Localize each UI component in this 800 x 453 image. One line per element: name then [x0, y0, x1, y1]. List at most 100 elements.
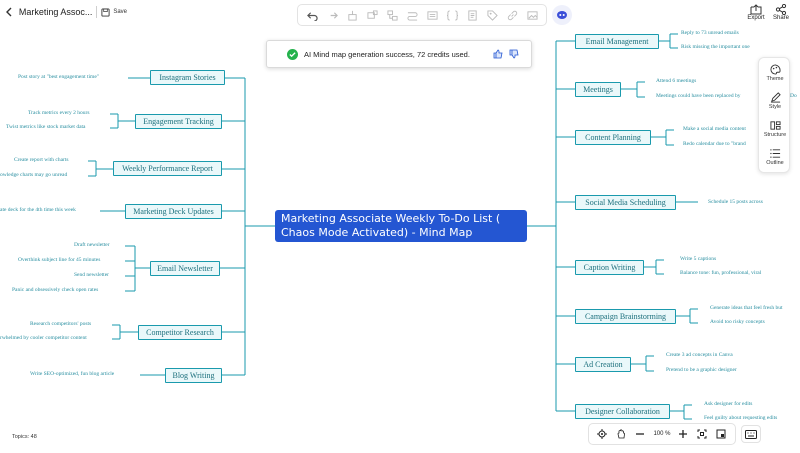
topic-blog-writing[interactable]: Blog Writing — [165, 368, 222, 383]
subtopic-overflow: Do — [790, 93, 797, 99]
topic-social-media-scheduling[interactable]: Social Media Scheduling — [575, 195, 676, 210]
subtopic[interactable]: Generate ideas that feel fresh but — [710, 305, 783, 311]
back-button[interactable] — [4, 4, 15, 20]
save-icon — [101, 7, 110, 17]
success-notification: AI Mind map generation success, 72 credi… — [266, 40, 532, 68]
zoom-in-icon[interactable] — [677, 428, 689, 440]
share-label: Share — [772, 15, 789, 21]
subtopic[interactable]: Post story at "best engagement time" — [18, 74, 100, 80]
topic-marketing-deck-updates[interactable]: Marketing Deck Updates — [125, 204, 222, 219]
document-title[interactable]: Marketing Assoc... — [18, 7, 93, 17]
subtopic[interactable]: Overthink subject line for 45 minutes — [18, 257, 101, 263]
summary-icon[interactable] — [425, 8, 439, 22]
topic-instagram-stories[interactable]: Instagram Stories — [150, 70, 225, 85]
subtopic[interactable]: Send newsletter — [74, 272, 109, 278]
redo-icon[interactable] — [325, 8, 339, 22]
subtopic[interactable]: Track metrics every 2 hours — [28, 110, 90, 116]
subtopic[interactable]: Ask designer for edits — [704, 401, 753, 407]
success-check-icon — [287, 48, 298, 60]
structure-button[interactable]: Structure — [759, 120, 791, 138]
topic-meetings[interactable]: Meetings — [575, 82, 621, 97]
divider — [96, 6, 98, 18]
thumbs-up-icon[interactable] — [493, 49, 503, 61]
subtopic[interactable]: Draft newsletter — [74, 242, 110, 248]
locate-center-icon[interactable] — [596, 428, 608, 440]
add-subtopic-icon[interactable] — [385, 8, 399, 22]
subtopic[interactable]: Redo calendar due to "brand — [683, 141, 746, 147]
ai-assistant-icon — [557, 11, 567, 19]
topic-campaign-brainstorming[interactable]: Campaign Brainstorming — [575, 309, 676, 324]
keyboard-shortcuts-button[interactable] — [741, 425, 761, 443]
thumbs-down-icon[interactable] — [509, 49, 519, 61]
list-icon — [769, 149, 780, 158]
topic-engagement-tracking[interactable]: Engagement Tracking — [135, 114, 222, 129]
style-button[interactable]: Style — [759, 92, 791, 110]
topic-competitor-research[interactable]: Competitor Research — [138, 325, 222, 340]
structure-label: Structure — [763, 132, 787, 138]
subtopic[interactable]: Create report with charts — [14, 157, 69, 163]
link-icon[interactable] — [505, 8, 519, 22]
subtopic[interactable]: owledge charts may go unread — [0, 172, 68, 178]
fit-screen-icon[interactable] — [696, 428, 708, 440]
zoom-level: 100 % — [653, 431, 671, 437]
theme-label: Theme — [766, 76, 784, 82]
subtopic[interactable]: Research competitors' posts — [30, 321, 92, 327]
subtopic[interactable]: Avoid too risky concepts — [710, 319, 765, 325]
image-icon[interactable] — [525, 8, 539, 22]
export-icon — [750, 4, 762, 15]
central-topic[interactable]: Marketing Associate Weekly To-Do List ( … — [275, 210, 527, 242]
subtopic[interactable]: ate deck for the 4th time this week — [0, 207, 76, 213]
topic-content-planning[interactable]: Content Planning — [575, 130, 651, 145]
label-icon[interactable] — [485, 8, 499, 22]
subtopic[interactable]: Attend 6 meetings — [656, 78, 697, 84]
edit-toolbar — [297, 4, 547, 26]
subtopic[interactable]: Reply to 73 unread emails — [681, 30, 739, 36]
subtopic[interactable]: Make a social media content — [683, 126, 746, 132]
topic-designer-collaboration[interactable]: Designer Collaboration — [575, 404, 670, 419]
outline-button[interactable]: Outline — [759, 148, 791, 166]
note-icon[interactable] — [465, 8, 479, 22]
style-label: Style — [768, 104, 782, 110]
zoom-toolbar: 100 % — [588, 423, 736, 445]
subtopic[interactable]: Pretend to be a graphic designer — [666, 367, 737, 373]
zoom-out-icon[interactable] — [634, 428, 646, 440]
topic-caption-writing[interactable]: Caption Writing — [575, 260, 644, 275]
palette-icon — [770, 64, 781, 75]
topics-count: Topics: 48 — [12, 434, 37, 440]
minimap-icon[interactable] — [715, 428, 727, 440]
hand-pan-icon[interactable] — [615, 428, 627, 440]
save-button[interactable]: Save — [101, 7, 127, 17]
add-topic-icon[interactable] — [365, 8, 379, 22]
subtopic[interactable]: Twist metrics like stock market data — [6, 124, 86, 130]
chevron-left-icon — [6, 7, 12, 17]
subtopic[interactable]: Panic and obsessively check open rates — [12, 287, 99, 293]
format-painter-icon[interactable] — [345, 8, 359, 22]
theme-button[interactable]: Theme — [759, 64, 791, 82]
subtopic[interactable]: Feel guilty about requesting edits — [704, 415, 778, 421]
export-button[interactable]: Export — [743, 4, 769, 26]
document-header: Marketing Assoc... Save — [4, 3, 127, 21]
subtopic[interactable]: Write 5 captions — [680, 256, 717, 262]
save-label: Save — [113, 9, 127, 15]
subtopic[interactable]: Schedule 15 posts across — [708, 199, 763, 205]
export-label: Export — [747, 15, 765, 21]
topic-weekly-performance-report[interactable]: Weekly Performance Report — [113, 161, 222, 176]
subtopic[interactable]: Risk missing the important one — [681, 44, 750, 50]
subtopic[interactable]: rwhelmed by cooler competitor content — [0, 335, 87, 341]
format-side-panel: Theme Style Structure Outline — [758, 57, 790, 173]
share-icon — [775, 4, 787, 15]
undo-icon[interactable] — [305, 8, 319, 22]
topic-email-newsletter[interactable]: Email Newsletter — [150, 261, 220, 276]
topic-ad-creation[interactable]: Ad Creation — [575, 357, 631, 372]
subtopic[interactable]: Balance tone: fun, professional, viral — [680, 270, 762, 276]
share-button[interactable]: Share — [768, 4, 794, 26]
subtopic[interactable]: Create 3 ad concepts in Canva — [666, 352, 733, 358]
ai-assistant-button[interactable] — [552, 5, 572, 25]
keyboard-icon — [745, 429, 757, 439]
topic-email-management[interactable]: Email Management — [575, 34, 659, 49]
boundary-icon[interactable] — [445, 8, 459, 22]
subtopic[interactable]: Meetings could have been replaced by — [656, 93, 741, 99]
subtopic[interactable]: Write SEO-optimized, fun blog article — [30, 371, 115, 377]
relationship-icon[interactable] — [405, 8, 419, 22]
